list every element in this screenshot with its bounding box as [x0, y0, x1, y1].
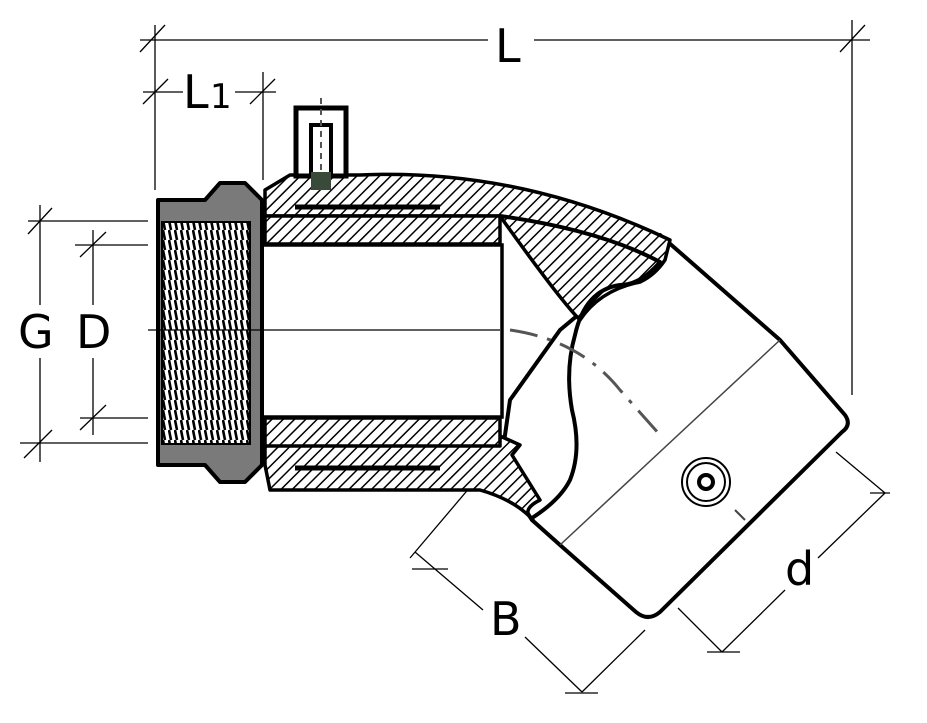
terminal-pin: [293, 98, 349, 190]
label-G: G: [18, 305, 54, 359]
label-B: B: [490, 592, 522, 646]
lower-wall-section: [263, 434, 542, 522]
dimension-L: L: [139, 18, 870, 395]
internal-thread: [161, 221, 251, 445]
centerline-arc: [509, 328, 662, 436]
dimension-B: B: [409, 439, 646, 694]
dimension-G: G: [18, 205, 148, 462]
label-L1-subscript: 1: [210, 77, 232, 117]
bore: [260, 243, 504, 419]
tick-mark: [734, 509, 746, 521]
label-D: D: [76, 305, 111, 359]
label-L: L: [495, 19, 521, 73]
dimension-D: D: [75, 230, 148, 435]
upper-wall-section: [263, 172, 672, 322]
upper-insert: [263, 214, 502, 246]
fusion-zone-line: [559, 339, 781, 546]
lower-insert: [263, 416, 502, 448]
dimension-L1: L 1: [142, 65, 276, 180]
inner-cavity-curve: [498, 214, 662, 520]
label-d: d: [785, 542, 814, 596]
dimension-d: d: [677, 451, 890, 653]
label-L1: L: [183, 65, 209, 119]
fusion-indicator-icon: [681, 457, 731, 507]
